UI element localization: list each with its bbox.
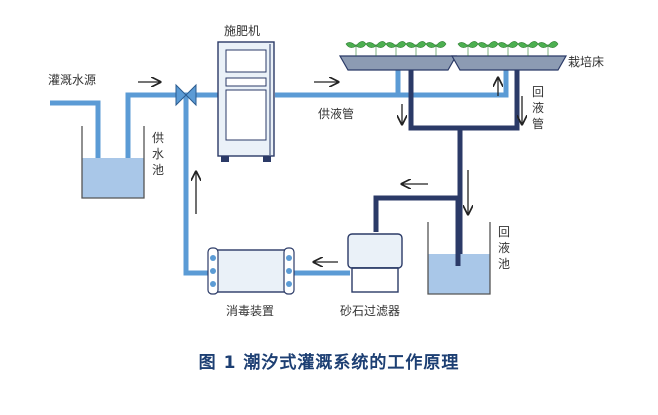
label-fertilizer-machine: 施肥机 [224,24,260,38]
valve-icon [175,83,197,107]
label-return-pool: 回液池 [498,225,510,271]
return-pipes [373,70,520,266]
label-supply-pipe: 供液管 [318,106,354,121]
supply-pool [81,126,145,199]
label-return-pipe: 回液管 [532,85,544,131]
plant-icon [345,41,559,56]
cultivation-bed [338,41,568,71]
disinfection-device [207,247,295,295]
label-supply-pool: 供水池 [152,131,164,177]
figure-caption: 图 1 潮汐式灌溉系统的工作原理 [198,353,460,373]
label-irrigation-source: 灌溉水源 [48,73,96,87]
sand-filter [347,233,403,293]
diagram-canvas: 灌溉水源 施肥机 栽培床 供液管 砂石过滤器 消毒装置 回液管 供水池 回液池 [48,24,604,318]
label-disinfection-device: 消毒装置 [226,304,274,318]
flow-arrows [138,78,522,262]
label-cultivation-bed: 栽培床 [568,54,604,69]
fertilizer-machine [217,41,275,162]
label-sand-filter: 砂石过滤器 [340,304,400,318]
